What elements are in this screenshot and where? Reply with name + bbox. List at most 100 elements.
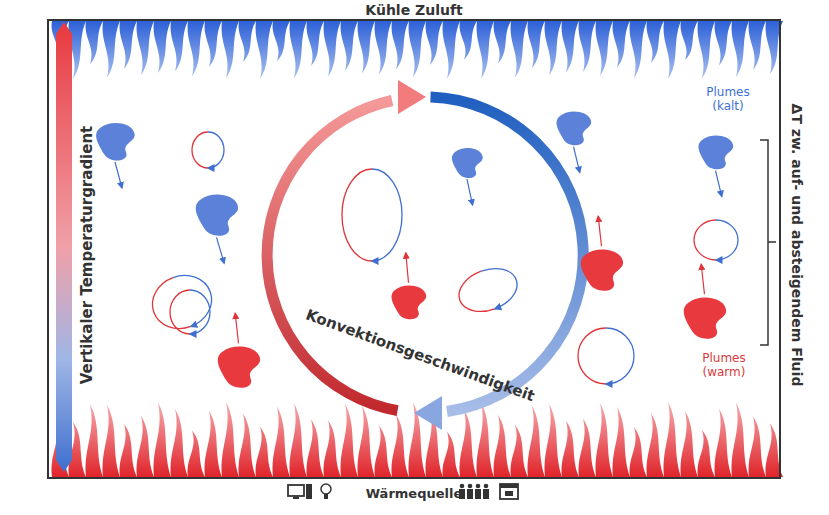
heat-flame bbox=[273, 407, 290, 477]
cold-flame bbox=[681, 21, 698, 60]
cold-flame bbox=[120, 21, 137, 69]
cold-flame bbox=[341, 21, 358, 71]
cold-air-flames bbox=[52, 21, 783, 79]
person bbox=[483, 489, 489, 499]
person bbox=[476, 484, 481, 489]
heat-flame bbox=[545, 404, 562, 477]
heat-flame bbox=[562, 421, 579, 477]
heat-flame bbox=[86, 404, 103, 477]
cold-flame bbox=[188, 21, 205, 76]
arrow-head bbox=[398, 80, 426, 114]
cold-plume bbox=[699, 136, 734, 170]
gradient-bar bbox=[56, 22, 72, 472]
cold-flame bbox=[579, 21, 596, 72]
heat-flame bbox=[511, 425, 528, 477]
bracket-label: ΔT zw. auf- und absteigendem Fluid bbox=[789, 104, 805, 387]
heat-flame bbox=[290, 403, 307, 477]
plume-arrow bbox=[115, 162, 122, 188]
person bbox=[475, 489, 481, 499]
heat-flame bbox=[579, 419, 596, 477]
cold-flame bbox=[205, 21, 222, 67]
cold-flame bbox=[324, 21, 341, 77]
eddy-loop bbox=[145, 267, 219, 336]
cold-flame bbox=[715, 21, 732, 65]
heat-flame bbox=[341, 404, 358, 477]
cold-flame bbox=[562, 21, 579, 72]
cold-flame bbox=[732, 21, 749, 77]
heat-flame bbox=[749, 416, 766, 477]
heat-flame bbox=[443, 432, 460, 477]
convection-arc-warm bbox=[267, 101, 397, 411]
cold-flame bbox=[103, 21, 120, 78]
cold-flame bbox=[647, 21, 664, 63]
plume-label: Plumes (warm) bbox=[694, 352, 754, 380]
plume-arrow bbox=[701, 264, 704, 294]
heat-flame bbox=[460, 409, 477, 477]
heat-flame bbox=[358, 406, 375, 477]
cold-flame bbox=[528, 21, 545, 68]
plume-arrow bbox=[716, 171, 722, 197]
arrow-head bbox=[414, 396, 442, 430]
cold-flame bbox=[477, 21, 494, 79]
heat-flame bbox=[477, 402, 494, 477]
heat-flame bbox=[171, 409, 188, 477]
heat-flame bbox=[154, 402, 171, 477]
heat-flame bbox=[188, 430, 205, 477]
cold-flame bbox=[392, 21, 409, 70]
cold-flame bbox=[154, 21, 171, 73]
cold-flame bbox=[630, 21, 647, 78]
heat-flame bbox=[613, 407, 630, 477]
heat-flame bbox=[630, 427, 647, 477]
cold-flame bbox=[613, 21, 630, 68]
heat-flame bbox=[256, 427, 273, 477]
heat-flame bbox=[392, 414, 409, 477]
plume-arrow bbox=[406, 253, 409, 283]
heat-flame bbox=[494, 415, 511, 477]
axis-label: Vertikaler Temperaturgradient bbox=[79, 126, 96, 385]
cold-flame bbox=[664, 21, 681, 79]
cold-flame bbox=[137, 21, 154, 75]
cold-flame bbox=[358, 21, 375, 74]
bracket bbox=[760, 140, 776, 345]
heat-flame bbox=[103, 405, 120, 477]
heat-flame bbox=[137, 416, 154, 477]
cold-flame bbox=[307, 21, 324, 66]
cold-plume bbox=[96, 123, 135, 161]
eddy-loop bbox=[342, 169, 402, 261]
plume-arrow bbox=[574, 147, 580, 173]
heat-flame bbox=[715, 408, 732, 477]
warm-plume bbox=[684, 298, 726, 339]
eddy-loop bbox=[578, 328, 634, 384]
cold-flame bbox=[290, 21, 307, 78]
title: Kühle Zuluft bbox=[365, 2, 462, 18]
heat-flame bbox=[222, 402, 239, 477]
warm-plume bbox=[218, 347, 260, 388]
cold-flame bbox=[86, 21, 103, 64]
cold-plume bbox=[452, 148, 483, 178]
heat-flame bbox=[596, 403, 613, 477]
cold-flame bbox=[749, 21, 766, 70]
cold-flame bbox=[256, 21, 273, 79]
cold-flame bbox=[222, 21, 239, 78]
eddy-loop bbox=[694, 220, 738, 260]
heat-flame bbox=[698, 430, 715, 477]
cold-flame bbox=[239, 21, 256, 62]
heat-flame bbox=[205, 411, 222, 477]
heat-flame bbox=[647, 413, 664, 477]
warm-plume bbox=[392, 286, 427, 320]
person bbox=[484, 484, 489, 489]
eddy-loop bbox=[170, 290, 210, 334]
cold-flame bbox=[426, 21, 443, 65]
cold-flame bbox=[443, 21, 460, 79]
plume-label: Plumes (kalt) bbox=[700, 86, 756, 114]
cold-flame bbox=[409, 21, 426, 77]
cold-flame bbox=[273, 21, 290, 61]
cold-flame bbox=[171, 21, 188, 71]
cold-flame bbox=[494, 21, 511, 63]
heat-flame bbox=[681, 411, 698, 477]
eddies bbox=[145, 132, 738, 384]
heat-flame bbox=[528, 406, 545, 477]
plume-arrow bbox=[217, 237, 225, 263]
heat-flame bbox=[239, 413, 256, 477]
